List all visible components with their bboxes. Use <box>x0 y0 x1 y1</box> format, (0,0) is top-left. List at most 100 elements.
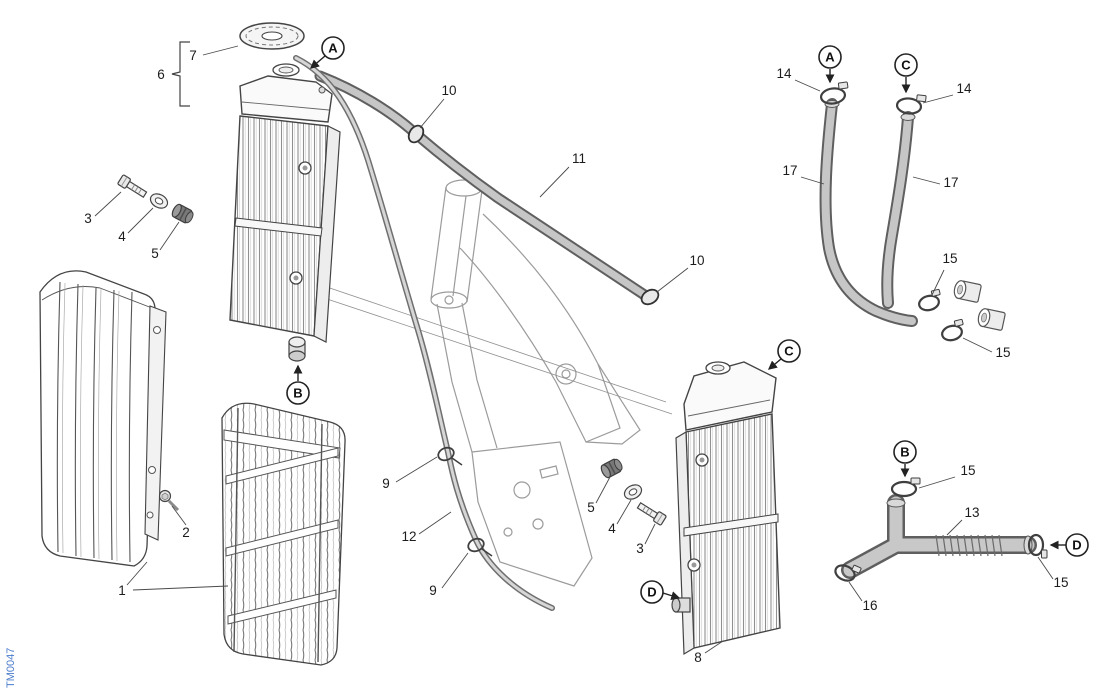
connector-d-label: D <box>647 585 656 600</box>
mount-hole-center <box>699 457 705 463</box>
core-strap <box>683 513 779 537</box>
radiator-louver-panel <box>39 270 167 567</box>
callout-15: 15 <box>1053 575 1068 590</box>
hose-clamp-15 <box>1027 533 1048 559</box>
hose-clamp-15 <box>941 318 964 342</box>
connector-b-circle <box>286 381 310 405</box>
hose-set-top-right <box>819 81 1006 342</box>
hose-clamp-15 <box>890 477 921 498</box>
connector-b2-label: B <box>900 445 909 460</box>
hose-clamp-16 <box>834 564 862 582</box>
connector-c-circle <box>777 339 801 363</box>
callout-10: 10 <box>689 253 704 268</box>
hose-clamp-15 <box>918 288 941 312</box>
hose-17-right-inner <box>883 113 912 307</box>
callout-1: 1 <box>118 583 126 598</box>
rubber-grommet <box>600 458 623 479</box>
callout-15: 15 <box>960 463 975 478</box>
connector-arrow <box>662 591 681 601</box>
hose-17-left-inner <box>821 100 916 325</box>
water-pump-fitting <box>953 280 982 303</box>
callout-5: 5 <box>587 500 595 515</box>
callout-9: 9 <box>382 476 390 491</box>
rubber-grommet <box>171 203 194 224</box>
callout-8: 8 <box>694 650 702 665</box>
callout-5: 5 <box>151 246 159 261</box>
callout-4: 4 <box>118 229 126 244</box>
mount-hole-center <box>302 165 308 171</box>
callout-labels: 1 2 3 4 5 6 7 8 9 9 10 10 11 12 13 14 14… <box>84 48 1068 665</box>
radiator-bottom-outlet <box>288 336 306 362</box>
washer <box>149 193 169 209</box>
radiator-cap <box>239 22 305 50</box>
connector-c2-label: C <box>901 58 911 73</box>
callout-9: 9 <box>429 583 437 598</box>
hose-end <box>886 498 906 508</box>
connector-a-label: A <box>328 41 338 56</box>
alignment-leader-lines <box>311 281 673 415</box>
callout-3: 3 <box>636 541 644 556</box>
hose-clip-9 <box>437 446 463 466</box>
connector-a-circle <box>321 36 345 60</box>
connector-d2-label: D <box>1072 538 1081 553</box>
left-radiator <box>171 22 341 362</box>
radiator-grille-panel <box>221 402 346 666</box>
filler-neck-inner <box>711 364 725 372</box>
callout-leader-lines <box>94 45 1054 654</box>
left-fastener-set <box>117 174 194 224</box>
connector-arrow <box>309 55 326 69</box>
callout-4: 4 <box>608 521 616 536</box>
radiator-side-panel <box>313 125 341 343</box>
hose-ribs <box>935 534 1003 557</box>
y-hose-assembly <box>834 477 1048 582</box>
watermark-code: TM0047 <box>5 648 17 688</box>
connector-b2-circle <box>893 440 917 464</box>
connector-d-circle <box>640 580 664 604</box>
tank-facet-line <box>687 399 771 417</box>
hose-clamp-14 <box>819 81 849 105</box>
callout-2: 2 <box>182 525 190 540</box>
hose-clamp-14 <box>895 94 927 115</box>
hose-clip-9 <box>467 537 493 557</box>
callout-17: 17 <box>782 163 797 178</box>
hose-clamp-10 <box>640 288 660 306</box>
radiator-top-tank <box>239 75 333 123</box>
mount-hole-center <box>293 275 299 281</box>
right-radiator <box>671 361 781 656</box>
connector-c-label: C <box>784 344 794 359</box>
connector-d2-circle <box>1065 533 1089 557</box>
radiator-bottom-outlet <box>671 597 691 613</box>
water-pump-fitting <box>977 308 1006 331</box>
hose-end <box>900 113 916 121</box>
core-strap <box>234 217 323 237</box>
tank-facet-line <box>241 101 330 111</box>
callout-3: 3 <box>84 211 92 226</box>
mount-hole-center <box>691 562 697 568</box>
callout-17: 17 <box>943 175 958 190</box>
callout-11: 11 <box>572 151 586 166</box>
bolt <box>636 502 667 526</box>
callout-15: 15 <box>995 345 1010 360</box>
radiator-hose-11 <box>314 70 660 306</box>
right-fastener-set <box>600 458 667 526</box>
callout-6: 6 <box>157 67 165 82</box>
filler-neck-inner <box>278 66 294 74</box>
overflow-nipple <box>318 86 326 94</box>
overflow-hose-12 <box>293 55 555 611</box>
callout-13: 13 <box>964 505 979 520</box>
connector-arrow <box>767 358 782 370</box>
connector-a2-circle <box>818 45 842 69</box>
callout-14: 14 <box>956 81 972 96</box>
callout-15: 15 <box>942 251 957 266</box>
connector-b-label: B <box>293 386 302 401</box>
connector-markers: A B C D A C B D <box>286 36 1089 604</box>
frame-outline <box>430 179 641 587</box>
callout-7: 7 <box>189 48 197 63</box>
washer <box>623 484 643 500</box>
callout-10: 10 <box>441 83 456 98</box>
connector-c2-circle <box>894 53 918 77</box>
guard-fastener <box>158 489 180 512</box>
radiator-top-tank <box>683 361 777 431</box>
